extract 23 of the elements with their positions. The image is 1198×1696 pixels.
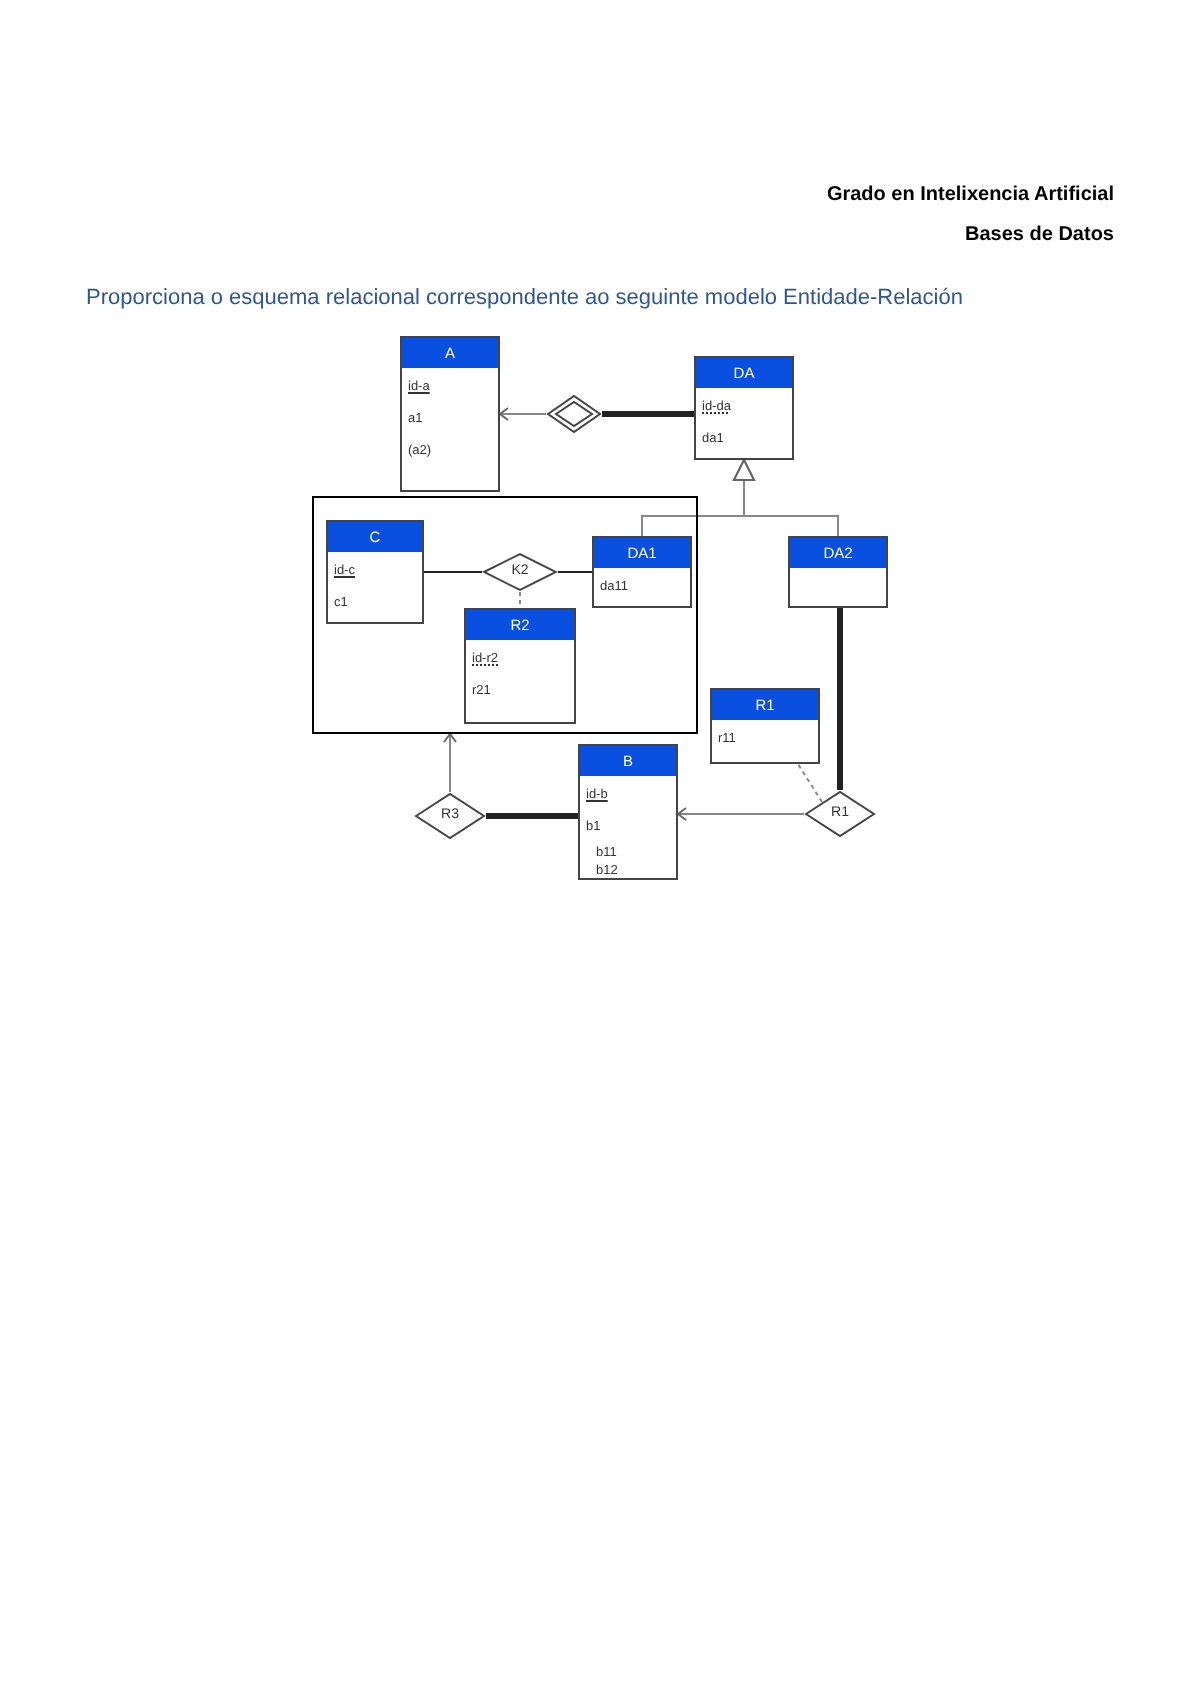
connector-line (519, 591, 521, 609)
entity-box (326, 520, 424, 624)
entity-box (710, 688, 820, 764)
arrow (733, 459, 839, 537)
aggregation-box (312, 496, 698, 734)
entity-box (694, 356, 794, 460)
task-title: Proporciona o esquema relacional correspondente ao seguinte modelo Entidade-Relación (86, 284, 963, 314)
arrow (443, 733, 457, 793)
connector-line (486, 813, 578, 819)
header-text: Grado en Intelixencia Artificial (826, 182, 1114, 210)
connector-line (797, 763, 823, 803)
connector-line (423, 571, 483, 573)
arrow (677, 807, 805, 821)
header-text: Bases de Datos (965, 222, 1114, 250)
entity-box (578, 744, 678, 880)
entity-box (400, 336, 500, 492)
connector-line (602, 411, 694, 417)
entity-box (464, 608, 576, 724)
entity-box (592, 536, 692, 608)
entity-box (788, 536, 888, 608)
connector-line (557, 571, 593, 573)
arrow (499, 407, 547, 421)
connector-line (837, 608, 843, 790)
